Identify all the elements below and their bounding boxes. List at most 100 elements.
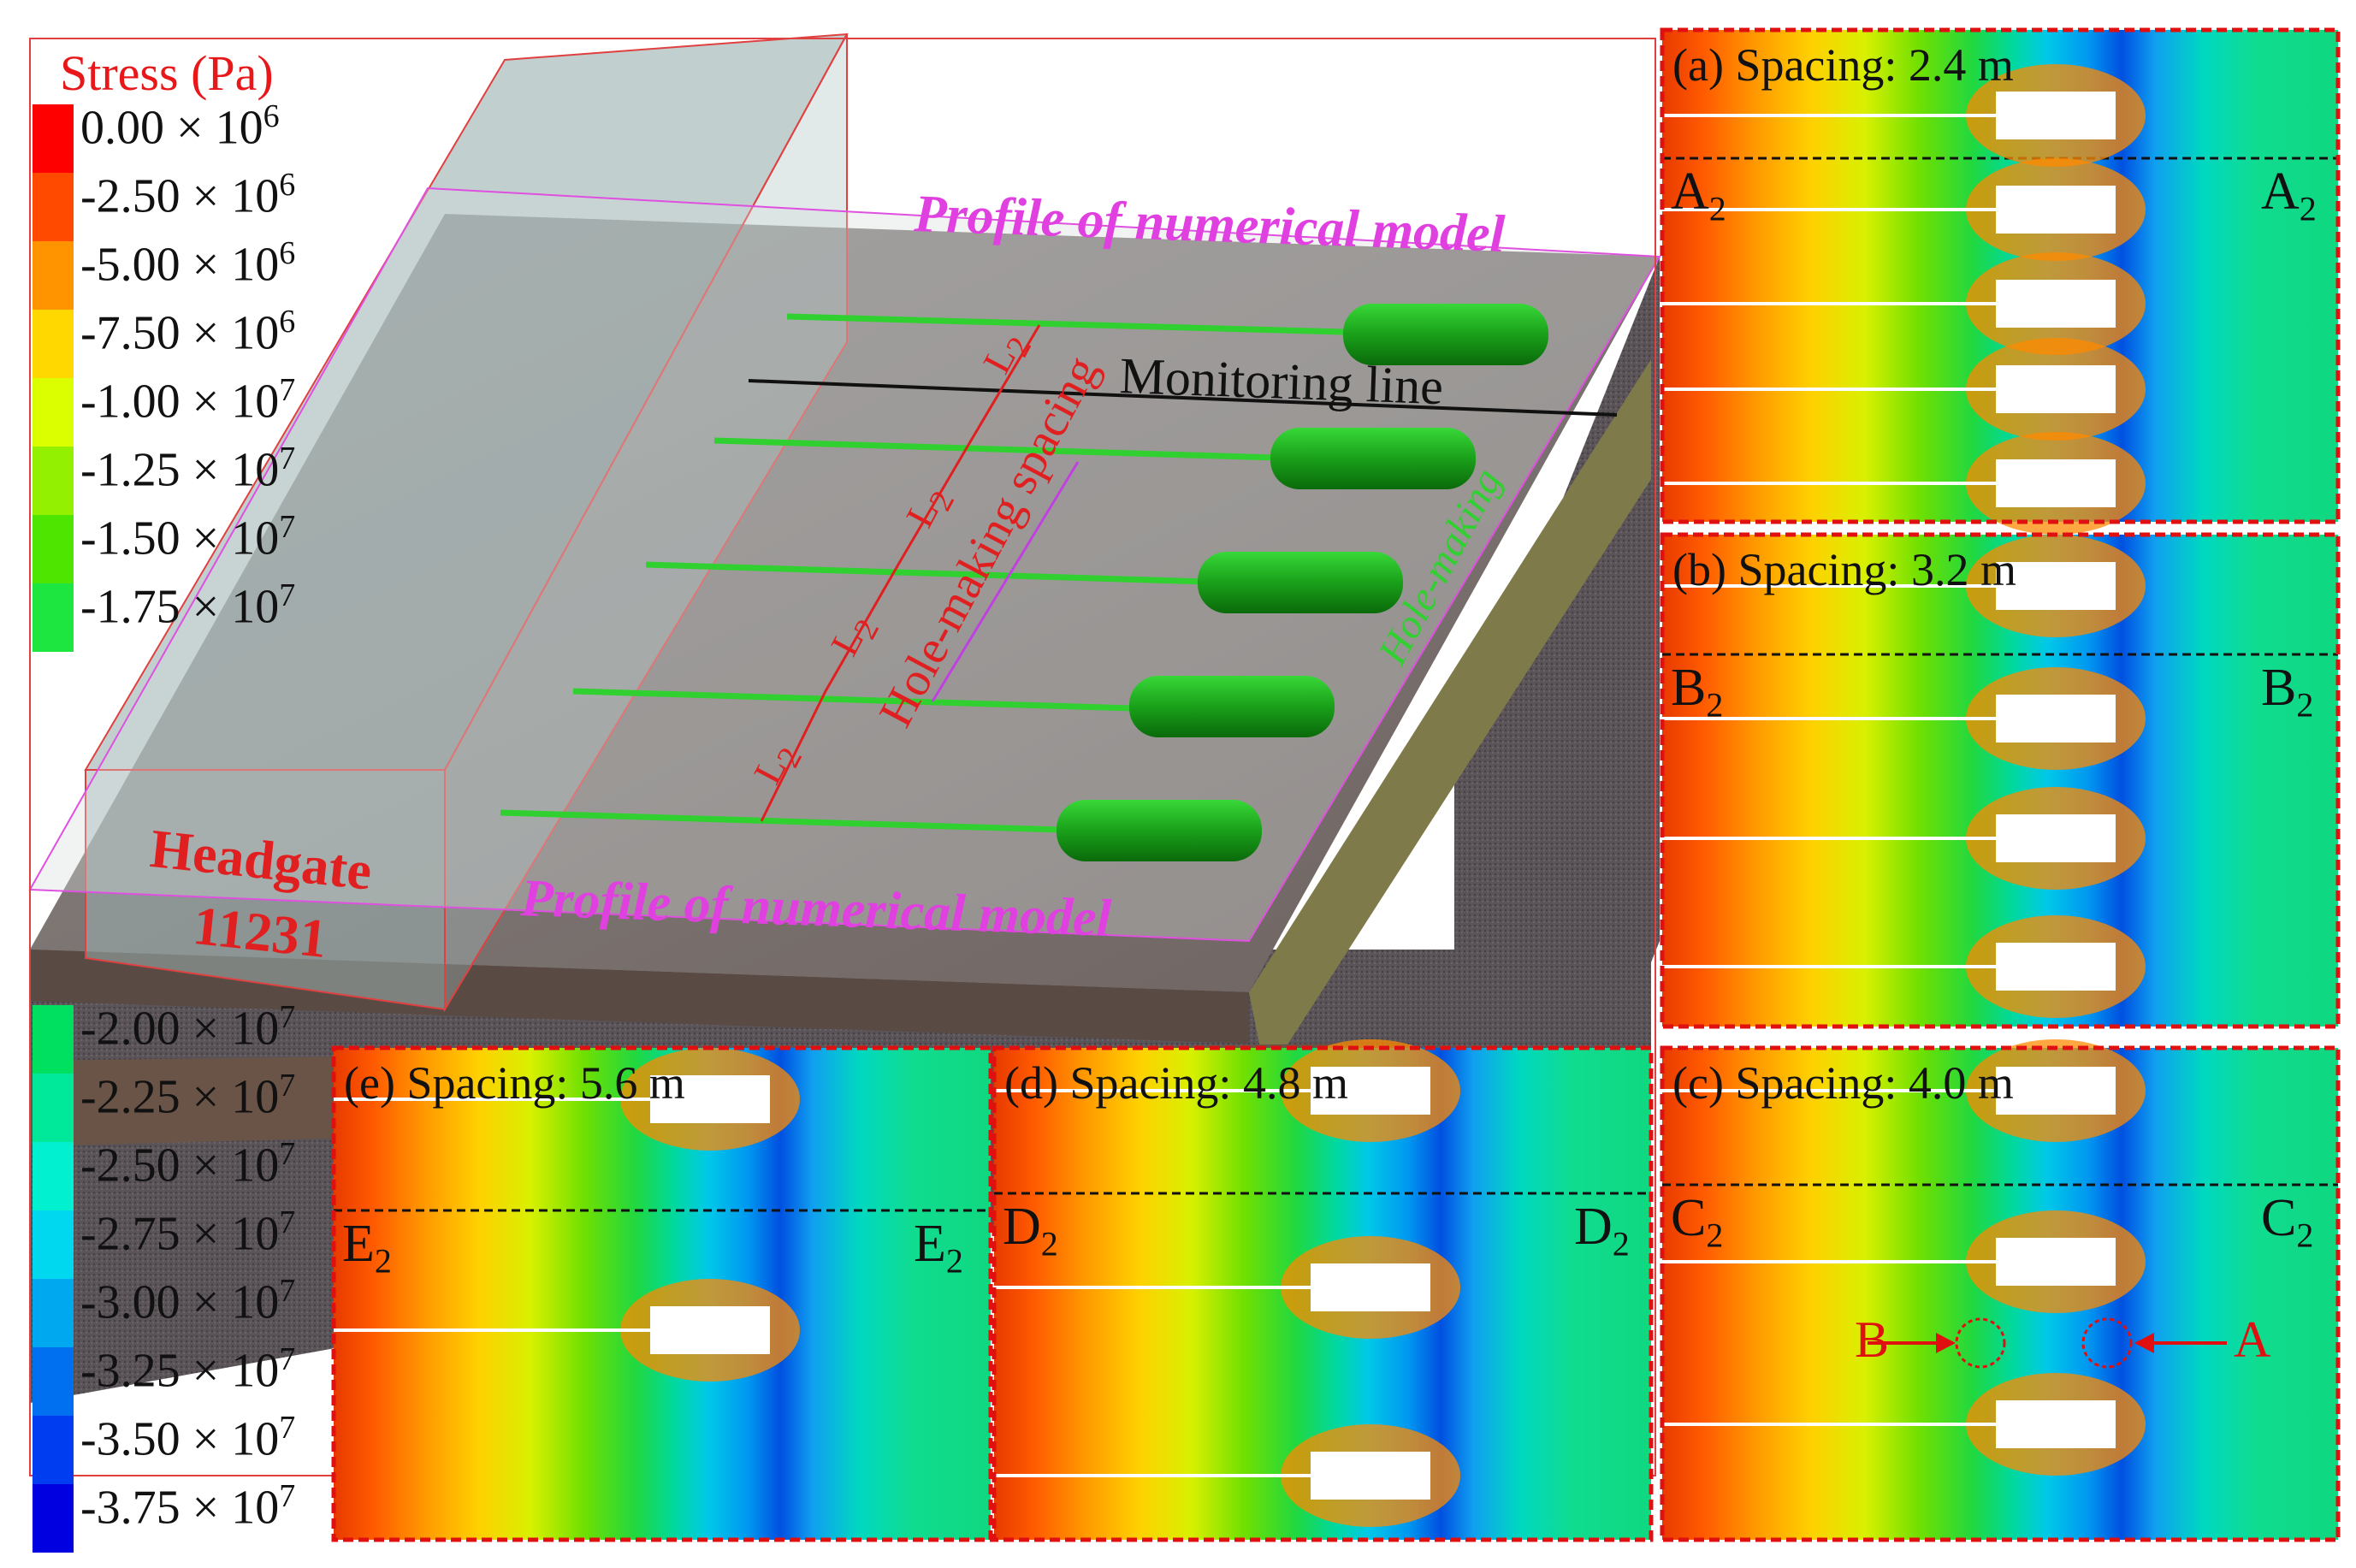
panel-title: (d) Spacing: 4.8 m: [1004, 1057, 1348, 1109]
legend-tick-label: 0.00 × 106: [80, 98, 280, 155]
legend-tick-label: -2.25 × 107: [80, 1068, 296, 1124]
section-label-left: C2: [1671, 1189, 1724, 1255]
legend-tick-label: -2.00 × 107: [80, 999, 296, 1056]
legend-upper-bar: [33, 104, 74, 652]
hole-cylinder-5: [1057, 800, 1262, 861]
hole-cylinder-4: [1129, 676, 1335, 737]
panel-e: [331, 1045, 993, 1542]
panel-title: (c) Spacing: 4.0 m: [1672, 1057, 2014, 1109]
hole-cavity: [650, 1306, 770, 1354]
arrow-b-head: [1936, 1333, 1956, 1353]
hole-cylinder-3: [1198, 552, 1403, 613]
hole-cavity: [1996, 695, 2116, 743]
borehole-4: [572, 688, 1134, 712]
section-label-left: E2: [342, 1215, 392, 1281]
legend-swatch: [33, 1484, 74, 1553]
panel-a: [1660, 27, 2341, 535]
legend-swatch: [33, 515, 74, 583]
marker-label-b: B: [1855, 1311, 1890, 1368]
legend-swatch: [33, 173, 74, 241]
section-label-right: A2: [2261, 163, 2317, 228]
contour-panels: [331, 27, 2341, 1542]
panel-frame: [992, 1045, 1654, 1542]
arrow-a-head: [2134, 1333, 2154, 1353]
legend-swatch: [33, 241, 74, 310]
panel-title: (e) Spacing: 5.6 m: [344, 1057, 685, 1109]
monitoring-line: [748, 379, 1618, 417]
hole-cavity: [1996, 365, 2116, 413]
hole-cavity: [1996, 1238, 2116, 1286]
section-label-right: E2: [914, 1215, 963, 1281]
section-label-right: D2: [1574, 1198, 1630, 1263]
hole-cylinder-1: [1343, 304, 1548, 365]
legend-swatch: [33, 1005, 74, 1074]
borehole-3: [645, 561, 1207, 585]
hole-cavity: [1996, 814, 2116, 862]
legend-tick-label: -1.50 × 107: [80, 509, 296, 565]
hole-cavity: [1996, 1400, 2116, 1448]
hole-cavity: [1996, 92, 2116, 139]
legend-swatch: [33, 1416, 74, 1484]
marker-circle-a: [2081, 1317, 2133, 1369]
legend-tick-label: -2.50 × 107: [80, 1136, 296, 1192]
legend-tick-label: -3.75 × 107: [80, 1478, 296, 1535]
hole-cavity: [650, 1075, 770, 1123]
legend-tick-label: -7.50 × 106: [80, 304, 296, 360]
legend-swatch: [33, 310, 74, 378]
hole-cavity: [1311, 1263, 1430, 1311]
panel-title: (a) Spacing: 2.4 m: [1672, 39, 2014, 91]
legend-tick-label: -3.50 × 107: [80, 1410, 296, 1466]
legend-tick-label: -3.25 × 107: [80, 1341, 296, 1398]
panel-title: (b) Spacing: 3.2 m: [1672, 544, 2016, 595]
hole-cavity: [1996, 186, 2116, 234]
coal-seam-band: [1249, 359, 1651, 1078]
panel-b: [1660, 532, 2341, 1029]
section-label-right: C2: [2261, 1189, 2314, 1255]
legend-tick-label: -3.00 × 107: [80, 1273, 296, 1329]
hole-spacing-bracket: [931, 461, 1080, 702]
borehole-5: [500, 809, 1062, 833]
boreholes: [500, 304, 1548, 861]
legend-swatch: [33, 378, 74, 447]
marker-circle-b: [1955, 1317, 2006, 1369]
hole-cavity: [1996, 943, 2116, 991]
legend-swatch: [33, 1210, 74, 1279]
hole-cavity: [1996, 459, 2116, 507]
legend-swatch: [33, 1142, 74, 1210]
section-label-left: B2: [1671, 659, 1724, 725]
legend-title: Stress (Pa): [60, 45, 274, 101]
legend-swatch: [33, 1347, 74, 1416]
hole-cavity: [1996, 280, 2116, 328]
legend-swatch: [33, 1279, 74, 1347]
legend-tick-label: -1.75 × 107: [80, 577, 296, 634]
borehole-1: [786, 313, 1344, 335]
panel-d: [992, 1039, 1654, 1542]
legend-tick-label: -2.50 × 106: [80, 167, 296, 223]
panel-c: [1660, 1039, 2341, 1542]
section-label-left: A2: [1671, 163, 1726, 228]
legend-tick-label: -5.00 × 106: [80, 235, 296, 292]
legend-tick-label: -1.00 × 107: [80, 372, 296, 429]
legend-swatch: [33, 104, 74, 173]
profile-plane: [28, 186, 1661, 943]
hole-cylinder-2: [1270, 428, 1476, 489]
borehole-2: [713, 437, 1276, 461]
legend-tick-label: -2.75 × 107: [80, 1204, 296, 1261]
legend-lower-bar: [33, 1005, 74, 1553]
legend-swatch: [33, 1074, 74, 1142]
legend-tick-label: -1.25 × 107: [80, 441, 296, 497]
roadway-box-front: [85, 769, 446, 1011]
hole-cavity: [1311, 1452, 1430, 1500]
section-label-right: B2: [2261, 659, 2314, 725]
hole-cavity: [1996, 1067, 2116, 1115]
section-label-left: D2: [1003, 1198, 1058, 1263]
legend-swatch: [33, 447, 74, 515]
marker-label-a: A: [2234, 1311, 2271, 1368]
legend-swatch: [33, 583, 74, 652]
panel-frame: [331, 1045, 993, 1542]
hole-cavity: [1996, 562, 2116, 610]
hole-cavity: [1311, 1067, 1430, 1115]
spacing-dimension: [760, 324, 1041, 822]
